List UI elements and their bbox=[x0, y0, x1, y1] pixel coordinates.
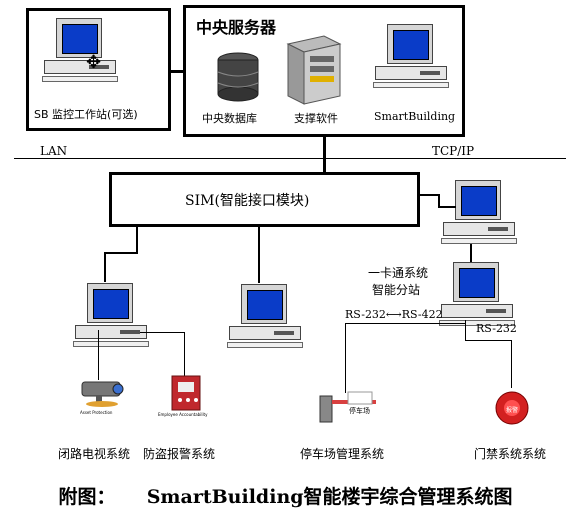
server-item-support-software: 支撑软件 bbox=[294, 112, 338, 125]
server-item-smartbuilding: SmartBuilding bbox=[374, 110, 456, 123]
parking-sign-caption: 停车场 bbox=[349, 407, 370, 415]
access-alarm-caption: 报警 bbox=[506, 407, 519, 414]
database-icon bbox=[217, 52, 259, 102]
subsystem-access-control: 门禁系统系统 bbox=[474, 447, 547, 461]
cctv-v-link bbox=[98, 330, 99, 380]
alarm-v-link bbox=[184, 332, 185, 378]
server-title: 中央服务器 bbox=[196, 18, 277, 37]
sim-right-link-v bbox=[438, 194, 440, 208]
access-h-link bbox=[465, 340, 511, 341]
rs232-rs422-label: RS-232⟷RS-422 bbox=[345, 308, 443, 321]
alarm-panel-icon bbox=[171, 375, 201, 411]
access-alarm-button-icon bbox=[495, 391, 529, 425]
sim-bus-left-v bbox=[136, 227, 138, 253]
cctv-camera-icon bbox=[81, 381, 124, 407]
sim-label: SIM(智能接口模块) bbox=[185, 193, 310, 209]
lan-label: LAN bbox=[40, 144, 68, 158]
subsystem-cctv: 闭路电视系统 bbox=[58, 447, 131, 461]
sim-bus-left-h bbox=[104, 252, 138, 254]
mouse-cursor-icon: ✥ bbox=[86, 52, 102, 73]
tcpip-label: TCP/IP bbox=[432, 144, 475, 158]
figure-caption: 附图： SmartBuilding智能楼宇综合管理系统图 bbox=[0, 482, 571, 509]
ws-server-link bbox=[171, 70, 183, 73]
asset-protection-caption: Asset Protection bbox=[80, 410, 113, 415]
sim-module-box bbox=[109, 172, 420, 227]
server-item-database: 中央数据库 bbox=[202, 112, 257, 125]
sim-bus-mid-v bbox=[258, 227, 260, 283]
employee-accountability-caption: Employee Accountability bbox=[158, 412, 208, 417]
caption-prefix: 附图： bbox=[58, 486, 116, 508]
parking-v-link bbox=[345, 323, 346, 393]
workstation-label: SB 监控工作站(可选) bbox=[34, 108, 138, 121]
subsystem-burglar-alarm: 防盗报警系统 bbox=[143, 447, 216, 461]
server-lan-link bbox=[323, 137, 326, 172]
access-v-link bbox=[465, 320, 466, 340]
subsystem-parking: 停车场管理系统 bbox=[300, 447, 385, 461]
alarm-h-link bbox=[140, 332, 185, 333]
access-v-link-2 bbox=[511, 340, 512, 388]
rs232-label: RS-232 bbox=[476, 322, 517, 335]
sim-bus-left-v2 bbox=[104, 252, 106, 282]
right-chain-link bbox=[470, 244, 472, 262]
sim-right-link bbox=[420, 194, 440, 196]
substation-label-2: 智能分站 bbox=[372, 283, 421, 297]
caption-text: SmartBuilding智能楼宇综合管理系统图 bbox=[146, 486, 513, 508]
parking-barrier-icon bbox=[319, 391, 376, 423]
substation-h-link bbox=[345, 323, 465, 324]
lan-line bbox=[14, 158, 566, 159]
server-tower-icon bbox=[286, 35, 342, 105]
substation-label-1: 一卡通系统 bbox=[368, 266, 429, 280]
sim-right-link-h bbox=[438, 206, 456, 208]
